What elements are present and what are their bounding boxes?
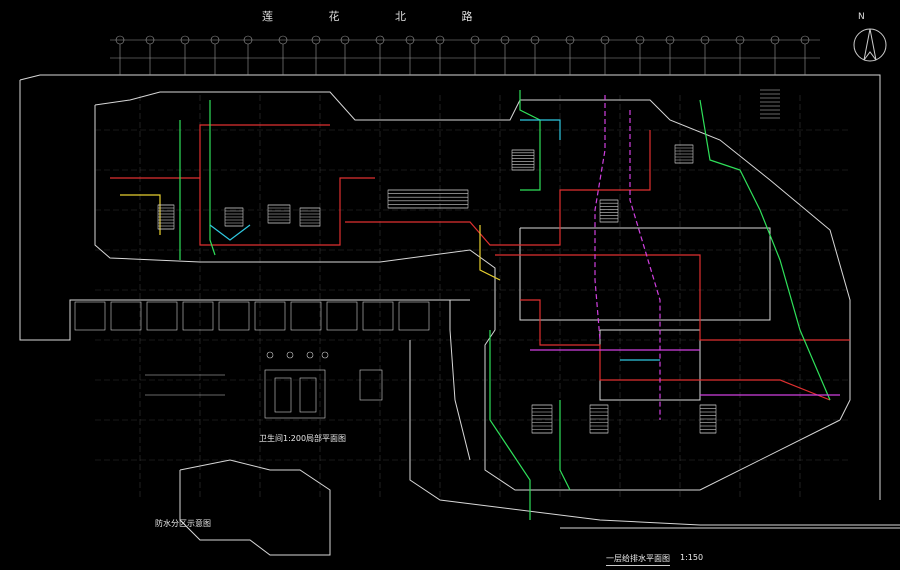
detail-grid-bubble	[286, 351, 294, 359]
drain-pipe	[110, 177, 375, 246]
hot-water-pipe	[479, 225, 501, 281]
south-room	[146, 301, 178, 331]
detail-toilet-block-2	[299, 377, 317, 413]
drain-pipe-3	[345, 130, 651, 246]
south-room	[110, 301, 142, 331]
stair-frame	[511, 149, 535, 171]
outer-wall	[94, 91, 851, 421]
south-room	[74, 301, 106, 331]
supply-pipe-3	[209, 100, 216, 256]
road-curb	[409, 340, 900, 526]
main-drawing-title: 一层给排水平面图	[606, 553, 670, 566]
supply-pipe	[519, 90, 541, 191]
supply-pipe-6	[559, 400, 571, 491]
stair-frame	[599, 199, 619, 223]
detail-plan-title: 卫生间1:200局部平面图	[259, 434, 347, 443]
stair-frame	[674, 144, 694, 164]
drain-pipe-5	[520, 299, 831, 401]
south-room	[254, 301, 286, 331]
south-room	[290, 301, 322, 331]
stair-frame	[699, 404, 717, 434]
detail-grid-bubble	[306, 351, 314, 359]
south-room	[398, 301, 430, 331]
core-block-2	[599, 329, 701, 401]
detail-grid-bubble	[321, 351, 329, 359]
south-room	[182, 301, 214, 331]
site-boundary-west	[19, 80, 470, 341]
detail-plan-frame	[264, 369, 326, 419]
drain-pipe-4	[495, 254, 850, 341]
pipe-network	[110, 90, 850, 520]
site-boundary	[19, 74, 881, 500]
south-room	[218, 301, 250, 331]
north-label: N	[858, 12, 865, 22]
fire-pipe-2	[520, 119, 561, 140]
drain-pipe-2	[199, 124, 330, 178]
hot-water-pipe-2	[120, 194, 161, 235]
vent-pipe	[594, 95, 606, 341]
supply-pipe-5	[699, 99, 831, 401]
vent-pipe-2	[629, 110, 661, 420]
stair-frame	[299, 207, 321, 227]
drawing-scale: 1:150	[680, 553, 704, 562]
core-block	[519, 227, 771, 321]
south-wall	[379, 249, 841, 491]
south-room	[326, 301, 358, 331]
zone-locator-title: 防水分区示意图	[155, 519, 211, 528]
detail-stair-plan	[359, 369, 383, 401]
west-wall	[94, 105, 380, 263]
room-details	[74, 89, 780, 434]
south-room	[362, 301, 394, 331]
axis-grid	[95, 35, 850, 500]
stair-frame	[387, 189, 469, 209]
building-walls	[19, 74, 900, 556]
stair-frame	[531, 404, 553, 434]
north-arrow-icon	[853, 28, 887, 62]
stair-frame	[267, 204, 291, 224]
supply-pipe-4	[489, 330, 531, 520]
stair-frame	[589, 404, 609, 434]
locator-outline	[179, 459, 331, 556]
detail-toilet-block	[274, 377, 292, 413]
stair-frame	[157, 204, 175, 230]
driveway-curve	[449, 300, 471, 461]
fire-pipe	[209, 224, 251, 241]
road-name-label: 莲 花 北 路	[262, 10, 499, 23]
detail-grid-bubble	[266, 351, 274, 359]
stair-frame	[224, 207, 244, 227]
